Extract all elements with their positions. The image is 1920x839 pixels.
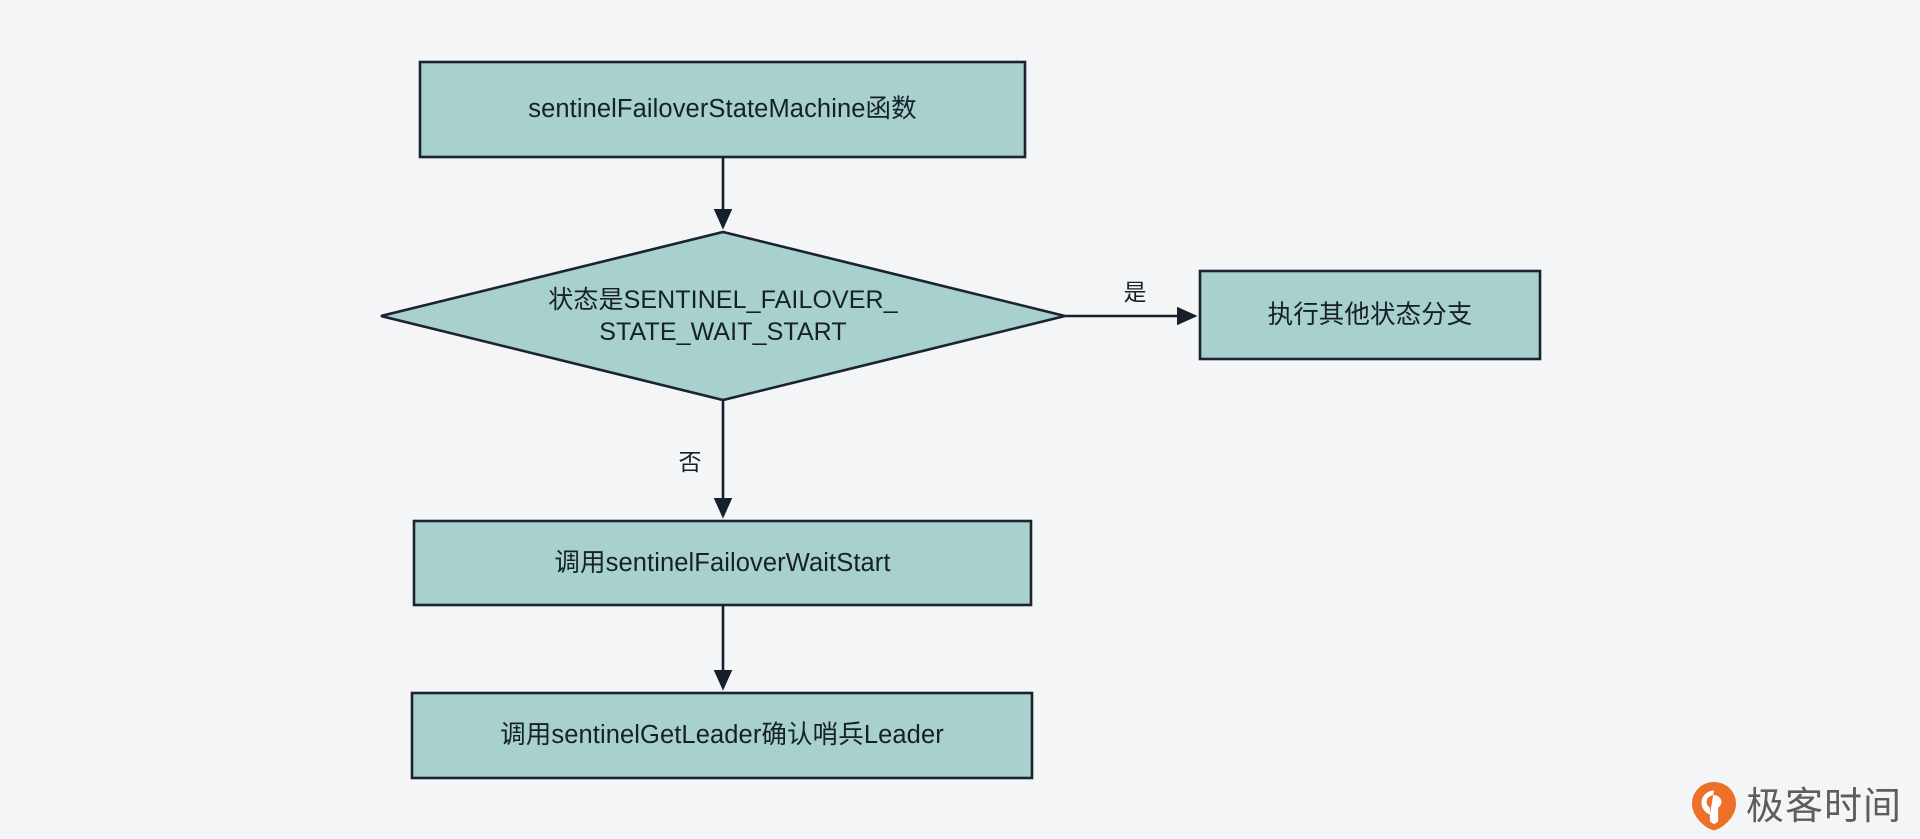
geektime-pin-icon	[1691, 782, 1736, 831]
node-start-shape[interactable]	[418, 60, 1027, 159]
edge-label-no: 否	[678, 449, 702, 475]
node-get-leader-shape[interactable]	[410, 691, 1034, 780]
edges-group	[713, 157, 1198, 691]
node-wait-start-shape[interactable]	[412, 519, 1033, 607]
watermark: 极客时间	[1691, 781, 1902, 831]
node-decision-shape[interactable]	[380, 230, 1066, 402]
watermark-text: 极客时间	[1745, 784, 1902, 828]
nodes-group	[380, 60, 1542, 780]
edge-label-yes: 是	[1123, 279, 1147, 305]
node-other-branch-shape[interactable]	[1198, 269, 1542, 361]
